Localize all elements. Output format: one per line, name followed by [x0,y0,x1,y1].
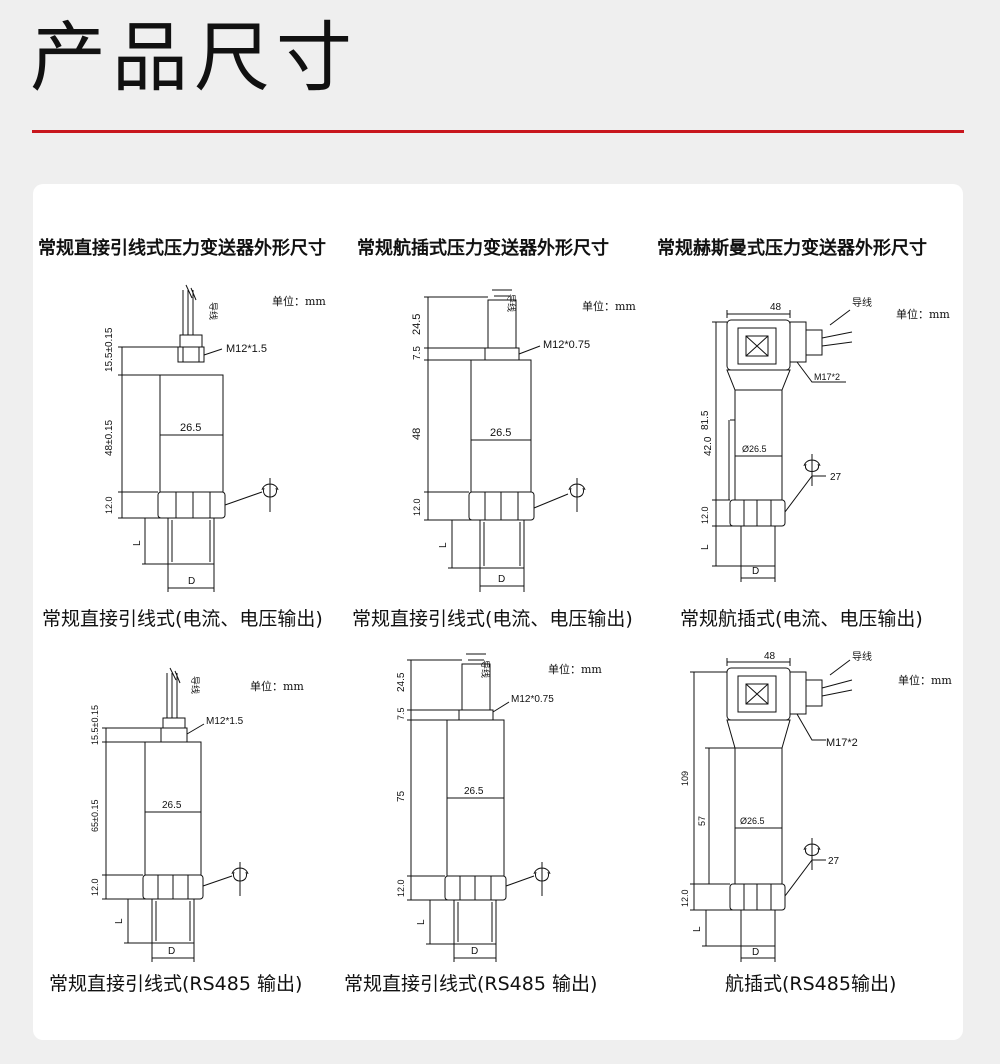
hex-width-dim: 27 [828,856,840,867]
drawing-hirschmann-109: 48 导线 M17*2 Ø26.5 109 57 12.0 L D 27 [680,650,872,962]
width-dim: 26.5 [490,427,511,439]
unit-label: 单位：mm [896,308,950,321]
cable-label: 导线 [852,650,872,663]
drawing-direct-cable-48: 导线 M12*1.5 26.5 15.5±0.15 48±0.15 12.0 L… [104,284,279,592]
top-dim: 15.5±0.15 [90,705,100,745]
body-dim: 42.0 [703,436,714,456]
unit-label: 单位：mm [250,680,304,693]
thread-label: M12*0.75 [543,339,590,351]
hex-dim: 12.0 [700,506,710,524]
thread-label: M12*1.5 [206,716,244,727]
hex-width-dim: 27 [830,472,842,483]
title-divider [32,130,964,133]
thread-diameter-dim: D [168,946,175,957]
body-dim: 48±0.15 [104,419,115,456]
body-dim: 48 [411,428,423,440]
thread-length-dim: L [416,919,427,925]
top-dim: 15.5±0.15 [104,327,115,372]
thread-diameter-dim: D [752,566,759,577]
page-title: 产品尺寸 [30,13,358,102]
width-dim: 26.5 [180,422,201,434]
hex-dim: 12.0 [412,498,422,516]
thread-label: M12*1.5 [226,343,267,355]
thread-diameter-dim: D [188,576,195,587]
unit-label: 单位：mm [582,300,636,313]
column-heading-aviation-plug: 常规航插式压力变送器外形尺寸 [357,238,609,259]
thread-label: M17*2 [826,737,858,749]
caption-d2: 常规直接引线式(电流、电压输出) [352,608,633,630]
cable-label: 导线 [480,660,491,678]
drawing-hirschmann-81-5: 48 导线 M17*2 Ø26.5 81.5 42.0 12.0 L D 27 [700,296,872,582]
thread-length-dim: L [438,542,449,548]
body-dim: 57 [697,816,707,826]
unit-label: 单位：mm [548,663,602,676]
thread-diameter-dim: D [471,946,478,957]
column-heading-hirschmann: 常规赫斯曼式压力变送器外形尺寸 [657,238,927,259]
drawing-aviation-plug-48: 导线 M12*0.75 26.5 24.5 7.5 48 12.0 L D [411,289,590,592]
total-dim: 81.5 [700,410,711,430]
width-top-dim: 48 [764,651,776,662]
cable-label: 导线 [208,302,219,320]
thread-length-dim: L [692,926,703,932]
diameter-dim: Ø26.5 [742,444,767,454]
thread-length-dim: L [700,544,711,550]
hex-dim: 12.0 [104,496,114,514]
unit-label: 单位：mm [898,674,952,687]
unit-label: 单位：mm [272,295,326,308]
caption-d4: 常规直接引线式(RS485 输出) [49,973,303,995]
column-heading-direct-cable: 常规直接引线式压力变送器外形尺寸 [38,238,326,259]
body-dim: 75 [396,790,407,802]
neck-dim: 7.5 [396,707,406,720]
hex-dim: 12.0 [680,889,690,907]
plug-dim: 24.5 [396,672,407,692]
plug-dim: 24.5 [411,314,423,335]
width-dim: 26.5 [162,800,182,811]
neck-dim: 7.5 [412,346,423,360]
width-top-dim: 48 [770,302,782,313]
hex-dim: 12.0 [90,878,100,896]
thread-diameter-dim: D [498,574,505,585]
thread-diameter-dim: D [752,947,759,958]
caption-d6: 航插式(RS485输出) [725,973,897,995]
caption-d3: 常规航插式(电流、电压输出) [680,608,923,630]
cable-label: 导线 [506,294,517,312]
total-dim: 109 [680,771,690,786]
body-dim: 65±0.15 [90,800,100,832]
caption-d5: 常规直接引线式(RS485 输出) [344,973,598,995]
diameter-dim: Ø26.5 [740,816,765,826]
drawing-aviation-plug-75: 导线 M12*0.75 26.5 24.5 7.5 75 12.0 L D [396,653,554,962]
cable-label: 导线 [190,676,201,694]
drawing-direct-cable-65: 导线 M12*1.5 26.5 15.5±0.15 65±0.15 12.0 L… [90,667,249,962]
thread-length-dim: L [132,540,143,546]
cable-label: 导线 [852,296,872,309]
thread-length-dim: L [114,918,125,924]
caption-d1: 常规直接引线式(电流、电压输出) [42,608,323,630]
thread-label: M17*2 [814,372,840,382]
hex-dim: 12.0 [396,879,406,897]
width-dim: 26.5 [464,786,484,797]
thread-label: M12*0.75 [511,694,554,705]
